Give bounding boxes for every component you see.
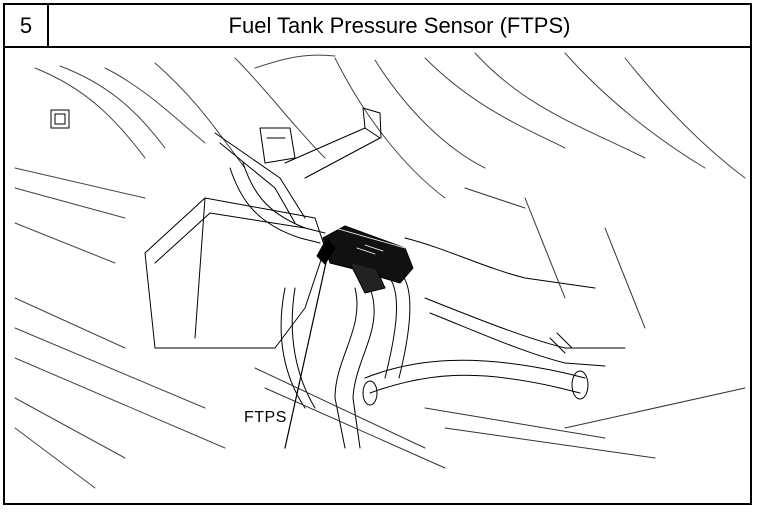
procedure-header: 5 Fuel Tank Pressure Sensor (FTPS) — [5, 5, 750, 48]
step-number: 5 — [5, 5, 49, 46]
ftps-sensor-icon — [316, 225, 414, 294]
vapor-lines — [229, 162, 626, 449]
mounting-bolt-icon — [50, 109, 70, 129]
callout-leader-line — [284, 257, 328, 449]
fuel-tank-outline — [144, 197, 326, 349]
lower-frame-lines — [254, 187, 746, 469]
mounting-bracket — [214, 107, 382, 224]
component-illustration — [5, 48, 750, 503]
procedure-title: Fuel Tank Pressure Sensor (FTPS) — [228, 12, 571, 38]
hose-clamps — [362, 332, 589, 406]
ftps-callout-label: FTPS — [244, 409, 287, 426]
line-drawing — [14, 52, 746, 489]
